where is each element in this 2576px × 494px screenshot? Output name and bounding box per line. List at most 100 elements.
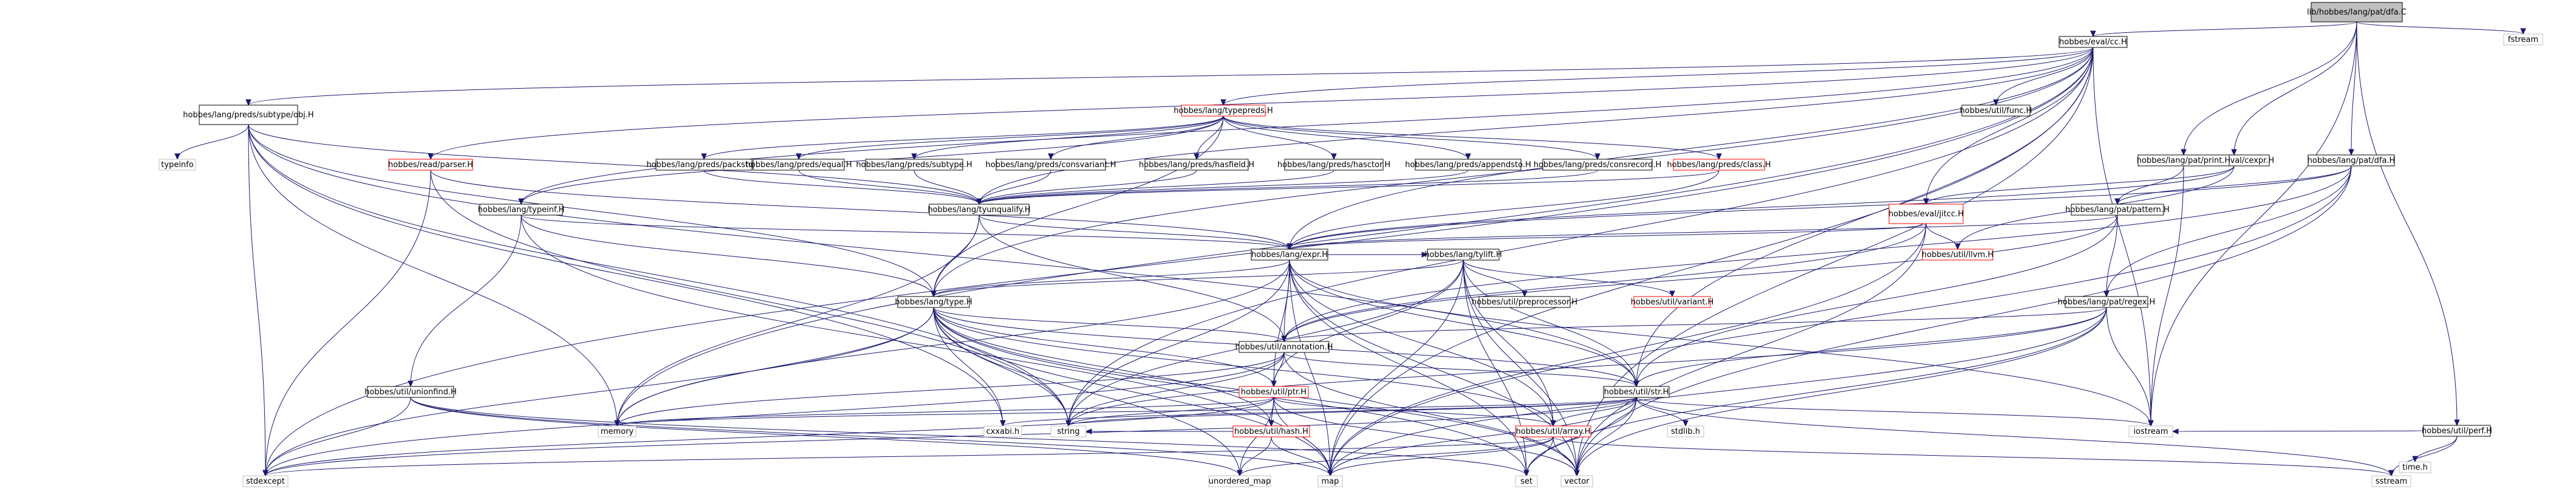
node-predequal[interactable]: hobbes/lang/preds/equal.H bbox=[746, 159, 852, 171]
node-label: hobbes/lang/pat/print.H bbox=[2137, 156, 2230, 165]
edge-typepreds-to-consrecord bbox=[1223, 115, 1598, 160]
edge-patpattern-to-patregex bbox=[2106, 214, 2118, 297]
edge-arrowhead bbox=[2520, 28, 2526, 35]
edge-annotation-to-stdexcept bbox=[265, 352, 1285, 476]
node-cxxabi: cxxabi.h bbox=[983, 425, 1022, 437]
node-type[interactable]: hobbes/lang/type.H bbox=[895, 296, 972, 308]
edge-root-to-fstream bbox=[2356, 21, 2524, 35]
edge-str-to-memory bbox=[617, 397, 1637, 427]
node-typepreds[interactable]: hobbes/lang/typepreds.H bbox=[1174, 105, 1273, 117]
node-patpattern[interactable]: hobbes/lang/pat/pattern.H bbox=[2065, 204, 2170, 216]
node-patregex[interactable]: hobbes/lang/pat/regex.H bbox=[2058, 296, 2156, 308]
edge-predssubtype-to-typeinfo bbox=[177, 124, 249, 160]
edge-patprint-to-iostream bbox=[2150, 165, 2184, 427]
edge-jitcc-to-vector bbox=[1576, 223, 1927, 476]
node-label: hobbes/util/str.H bbox=[1604, 388, 1669, 397]
node-perf[interactable]: hobbes/util/perf.H bbox=[2422, 425, 2492, 437]
edge-patregex-to-map bbox=[1330, 307, 2107, 476]
node-box bbox=[1238, 386, 1309, 398]
edge-evalcexpr-to-expr bbox=[1289, 165, 2235, 250]
edge-appendsto-to-tyunqualify bbox=[979, 170, 1469, 205]
node-unionfind[interactable]: hobbes/util/unionfind.H bbox=[364, 386, 457, 398]
edge-jitcc-to-llvm bbox=[1925, 223, 1958, 250]
edge-evalcc-to-str bbox=[1636, 47, 2094, 387]
edge-evalcc-to-memory bbox=[617, 47, 2094, 427]
node-consrecord[interactable]: hobbes/lang/preds/consrecord.H bbox=[1534, 159, 1662, 171]
node-map: map bbox=[1317, 475, 1343, 487]
edge-patregex-to-vector bbox=[1576, 307, 2107, 476]
edge-root-to-evalcc bbox=[2093, 21, 2357, 37]
node-func[interactable]: hobbes/util/func.H bbox=[1960, 105, 2032, 117]
edge-arrowhead bbox=[1716, 153, 1722, 160]
node-label: iostream bbox=[2133, 427, 2168, 436]
edge-tyunqualify-to-expr bbox=[979, 214, 1290, 250]
node-box bbox=[655, 159, 753, 171]
node-label: map bbox=[1322, 477, 1339, 486]
node-str[interactable]: hobbes/util/str.H bbox=[1603, 386, 1670, 398]
node-predsubtype[interactable]: hobbes/lang/preds/subtype.H bbox=[856, 159, 972, 171]
node-box bbox=[2065, 296, 2148, 308]
node-patdfa[interactable]: hobbes/lang/pat/dfa.H bbox=[2308, 154, 2396, 166]
node-consvariant[interactable]: hobbes/lang/preds/consvariant.H bbox=[986, 159, 1116, 171]
edge-predssubtype-to-cxxabi bbox=[248, 124, 1003, 427]
edge-arrowhead bbox=[1286, 243, 1293, 250]
edge-patdfa-to-map bbox=[1330, 165, 2352, 476]
edge-expr-to-iostream bbox=[1289, 259, 2151, 427]
node-box bbox=[388, 159, 473, 171]
node-patprint[interactable]: hobbes/lang/pat/print.H bbox=[2137, 154, 2230, 166]
node-jitcc[interactable]: hobbes/eval/jitcc.H bbox=[1888, 204, 1964, 224]
node-evalcc[interactable]: hobbes/eval/cc.H bbox=[2058, 36, 2128, 48]
edge-evalcc-to-readparser bbox=[430, 47, 2094, 160]
node-tylift[interactable]: hobbes/lang/tylift.H bbox=[1424, 249, 1502, 261]
node-predclass[interactable]: hobbes/lang/preds/class.H bbox=[1667, 159, 1771, 171]
node-readparser[interactable]: hobbes/read/parser.H bbox=[388, 159, 473, 171]
node-variant[interactable]: hobbes/util/variant.H bbox=[1631, 296, 1714, 308]
edge-predclass-to-expr bbox=[1289, 170, 1720, 250]
node-preprocessor[interactable]: hobbes/util/preprocessor.H bbox=[1472, 296, 1577, 308]
node-ptr[interactable]: hobbes/util/ptr.H bbox=[1238, 386, 1309, 398]
edge-tylift-to-ptr bbox=[1273, 259, 1464, 387]
node-box bbox=[1603, 386, 1670, 398]
edge-arrowhead bbox=[1000, 420, 1006, 427]
edge-patregex-to-str bbox=[1636, 307, 2107, 387]
edge-patdfa-to-annotation bbox=[1283, 165, 2352, 342]
edge-arrowhead bbox=[1421, 252, 1429, 258]
node-tyunqualify[interactable]: hobbes/lang/tyunqualify.H bbox=[928, 204, 1031, 216]
node-box bbox=[1478, 296, 1571, 308]
node-hasfield[interactable]: hobbes/lang/preds/hasfield.H bbox=[1139, 159, 1254, 171]
node-appendsto[interactable]: hobbes/lang/preds/appendsto.H bbox=[1405, 159, 1531, 171]
edge-typepreds-to-appendsto bbox=[1223, 115, 1469, 160]
edge-unionfind-to-map bbox=[410, 397, 1331, 476]
edge-patregex-to-iostream bbox=[2106, 307, 2151, 427]
node-typeinf[interactable]: hobbes/lang/typeinf.H bbox=[478, 204, 565, 216]
node-hasctor[interactable]: hobbes/lang/preds/hasctor.H bbox=[1277, 159, 1390, 171]
edge-evalcexpr-to-jitcc bbox=[1925, 165, 2235, 205]
edge-predequal-to-tyunqualify bbox=[798, 170, 980, 205]
node-label: hobbes/lang/preds/equal.H bbox=[746, 160, 852, 170]
node-label: hobbes/eval/jitcc.H bbox=[1888, 210, 1964, 219]
node-hash[interactable]: hobbes/util/hash.H bbox=[1232, 425, 1310, 437]
edge-arrowhead bbox=[1633, 380, 1639, 388]
edge-jitcc-to-expr bbox=[1289, 223, 1927, 250]
edge-tyunqualify-to-type bbox=[933, 214, 980, 297]
node-label: vector bbox=[1564, 477, 1590, 486]
edge-type-to-set bbox=[933, 307, 1527, 476]
edge-arrowhead bbox=[1465, 153, 1471, 160]
node-box bbox=[897, 296, 970, 308]
edge-arrowhead bbox=[518, 198, 524, 205]
node-array[interactable]: hobbes/util/array.H bbox=[1515, 425, 1591, 437]
edge-hash-to-unordered_map bbox=[1239, 436, 1272, 476]
node-root[interactable]: lib/hobbes/lang/pat/dfa.C bbox=[2307, 2, 2407, 22]
edge-evalcc-to-predssubtype bbox=[248, 47, 2094, 106]
node-predssubtype[interactable]: hobbes/lang/preds/subtype/obj.H bbox=[183, 105, 314, 125]
node-llvm[interactable]: hobbes/util/llvm.H bbox=[1922, 249, 1993, 261]
node-expr[interactable]: hobbes/lang/expr.H bbox=[1251, 249, 1328, 261]
node-label: lib/hobbes/lang/pat/dfa.C bbox=[2307, 8, 2407, 17]
edge-typepreds-to-packsto bbox=[703, 115, 1224, 160]
node-label: hobbes/lang/tyunqualify.H bbox=[928, 205, 1030, 214]
edge-predclass-to-tyunqualify bbox=[979, 170, 1720, 205]
node-packsto[interactable]: hobbes/lang/preds/packsto.H bbox=[646, 159, 762, 171]
edge-predssubtype-to-memory bbox=[248, 124, 618, 427]
node-annotation[interactable]: hobbes/util/annotation.H bbox=[1235, 341, 1333, 353]
edge-arrowhead bbox=[614, 420, 620, 427]
